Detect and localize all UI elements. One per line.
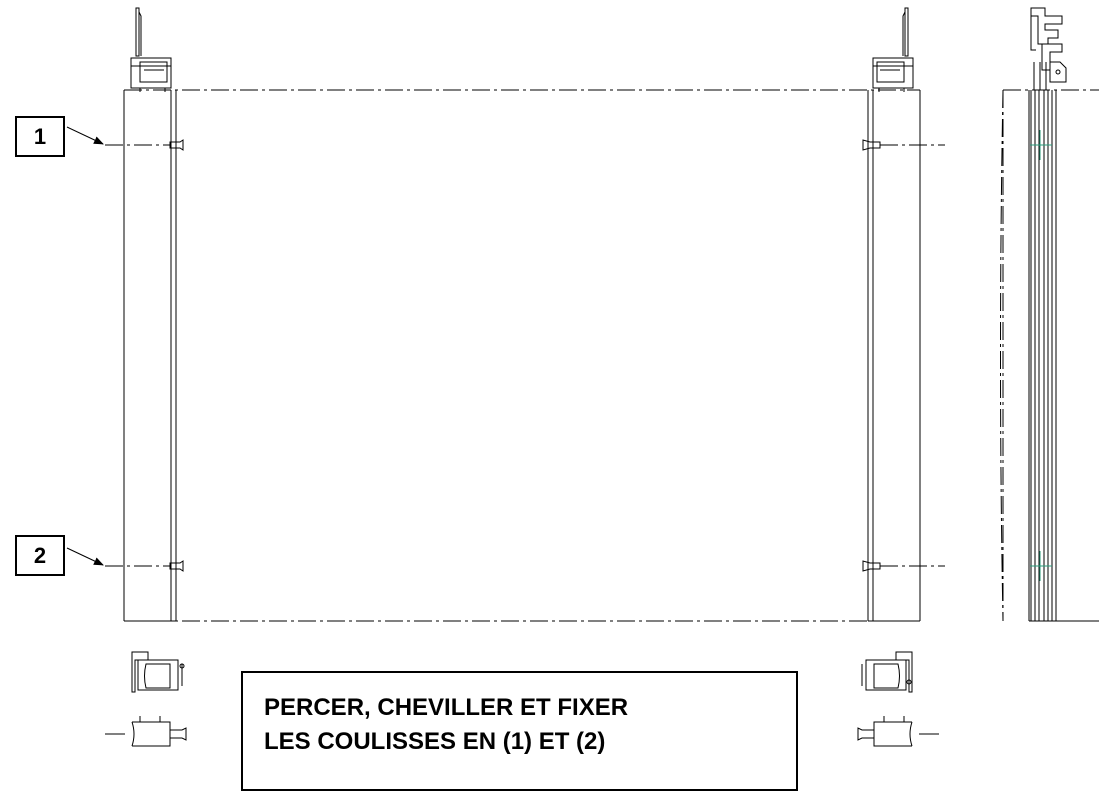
callout-1: 1 bbox=[15, 116, 65, 157]
screw-icon bbox=[863, 561, 880, 571]
leader-arrow-1 bbox=[67, 127, 103, 144]
screw-icon bbox=[170, 140, 183, 150]
instruction-line-1: PERCER, CHEVILLER ET FIXER bbox=[264, 691, 796, 725]
leader-arrow-2 bbox=[67, 548, 103, 565]
callout-2-label: 2 bbox=[34, 543, 46, 569]
right-slide-rail bbox=[868, 90, 920, 621]
side-profile-view bbox=[1001, 8, 1099, 621]
screw-icon bbox=[863, 140, 880, 150]
callout-1-label: 1 bbox=[34, 124, 46, 150]
left-bottom-detail bbox=[132, 652, 184, 692]
instruction-box: PERCER, CHEVILLER ET FIXER LES COULISSES… bbox=[241, 671, 798, 791]
left-slide-rail bbox=[124, 90, 176, 621]
left-top-bracket bbox=[131, 8, 171, 92]
right-bottom-detail bbox=[862, 652, 912, 692]
screw-icon bbox=[170, 561, 183, 571]
instruction-line-2: LES COULISSES EN (1) ET (2) bbox=[264, 725, 796, 759]
right-top-bracket bbox=[873, 8, 913, 92]
callout-2: 2 bbox=[15, 535, 65, 576]
center-marker-icon bbox=[1030, 130, 1052, 581]
right-bottom-section bbox=[858, 716, 939, 746]
drill-lines bbox=[105, 145, 945, 566]
left-bottom-section bbox=[105, 716, 186, 746]
frame-outline bbox=[124, 90, 920, 621]
